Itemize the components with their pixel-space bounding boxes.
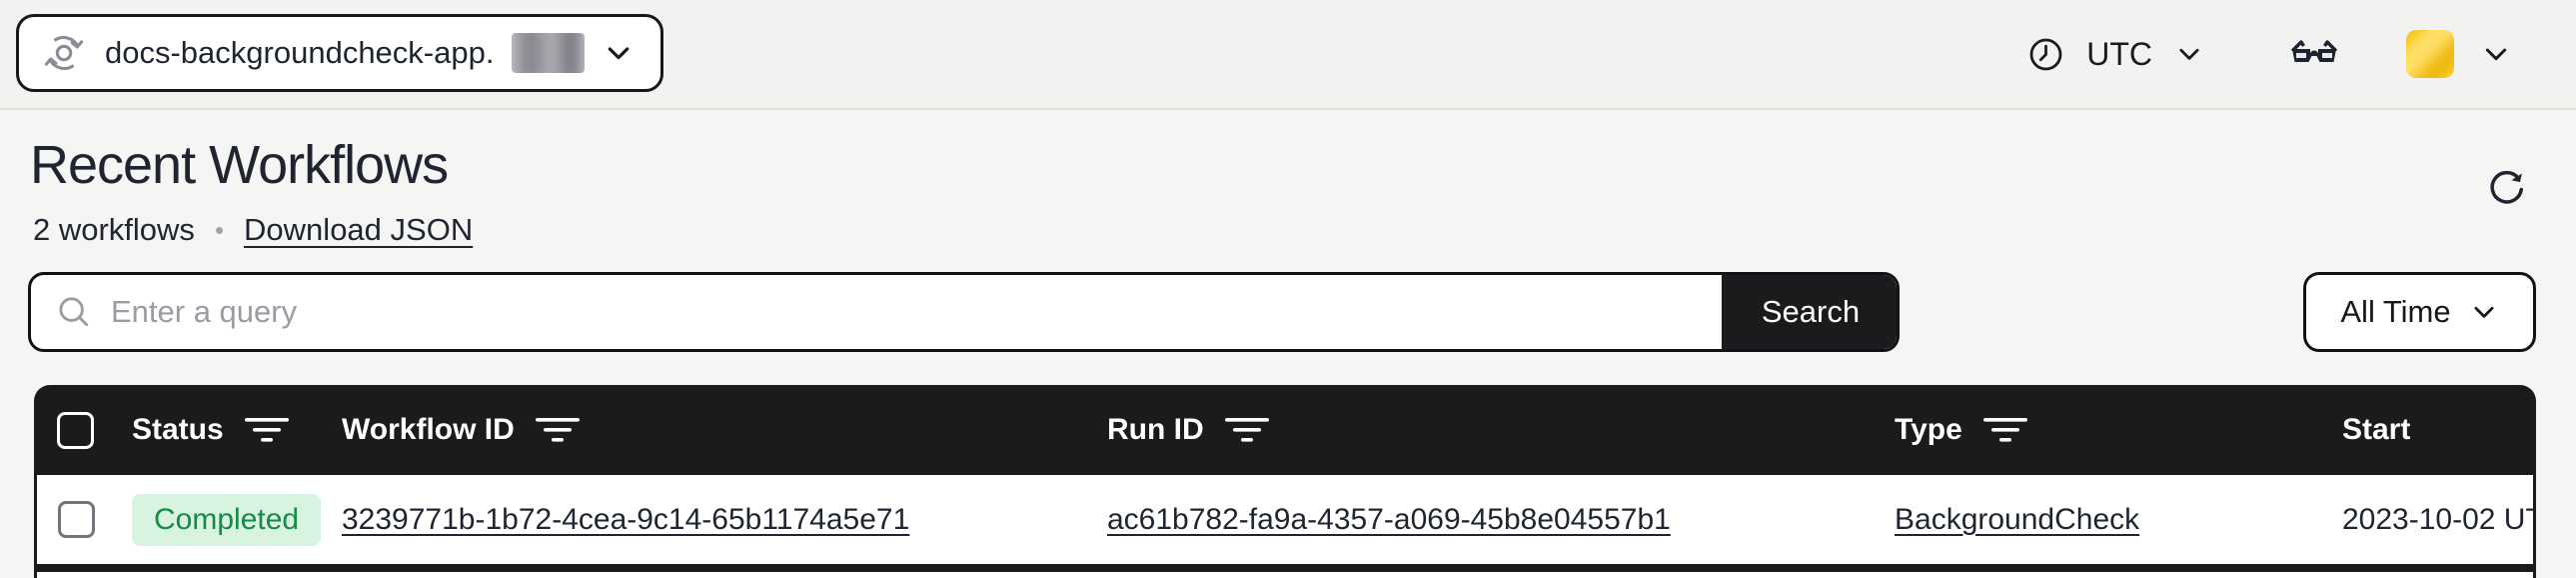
header-cell-workflow-id: Workflow ID: [342, 413, 1107, 447]
run-id-link[interactable]: ac61b782-fa9a-4357-a069-45b8e04557b1: [1107, 502, 1671, 536]
timezone-label: UTC: [2086, 35, 2152, 72]
filter-lines-icon[interactable]: [535, 416, 581, 444]
column-label-type: Type: [1895, 413, 1962, 446]
user-avatar[interactable]: [2406, 30, 2454, 78]
status-badge: Completed: [132, 493, 322, 546]
workflow-count: 2 workflows: [33, 212, 195, 247]
workflow-type-link[interactable]: BackgroundCheck: [1895, 502, 2140, 536]
query-search-bar: Enter a query Search: [28, 272, 1900, 352]
clock-icon: [2027, 36, 2064, 73]
column-label-workflow-id: Workflow ID: [342, 413, 515, 446]
time-range-label: All Time: [2340, 294, 2451, 329]
workflows-table: Status Workflow ID Run ID Type: [34, 385, 2536, 578]
search-icon: [31, 293, 111, 331]
row-cell-start: 2023-10-02 UT: [2342, 502, 2533, 536]
column-label-run-id: Run ID: [1107, 413, 1204, 446]
table-row: Completed 3239771b-1b72-4cea-9c14-65b117…: [34, 475, 2536, 564]
column-label-status: Status: [132, 413, 224, 446]
header-cell-start: Start: [2342, 413, 2536, 447]
row-cell-run-id: ac61b782-fa9a-4357-a069-45b8e04557b1: [1107, 503, 1895, 537]
search-input[interactable]: Enter a query: [111, 294, 298, 329]
row-cell-type: BackgroundCheck: [1895, 503, 2342, 537]
namespace-cycle-icon: [41, 30, 87, 76]
table-row-partial: [34, 572, 2536, 578]
table-header-row: Status Workflow ID Run ID Type: [34, 385, 2536, 475]
workflow-meta-row: 2 workflows • Download JSON: [33, 212, 473, 248]
time-range-filter[interactable]: All Time: [2303, 272, 2536, 352]
chevron-down-icon: [603, 37, 635, 69]
namespace-selector[interactable]: docs-backgroundcheck-app.: [16, 14, 663, 92]
row-checkbox[interactable]: [58, 501, 95, 538]
column-label-start: Start: [2342, 413, 2411, 446]
top-bar-right-cluster: UTC: [2027, 0, 2512, 108]
header-cell-run-id: Run ID: [1107, 413, 1895, 447]
filter-lines-icon[interactable]: [1982, 416, 2028, 444]
row-cell-select: [37, 501, 132, 538]
namespace-name: docs-backgroundcheck-app.: [105, 35, 495, 70]
top-bar: docs-backgroundcheck-app. UTC: [0, 0, 2576, 110]
workflow-id-link[interactable]: 3239771b-1b72-4cea-9c14-65b1174a5e71: [342, 502, 910, 536]
search-button[interactable]: Search: [1722, 275, 1897, 349]
row-separator: [34, 564, 2536, 572]
header-cell-status: Status: [132, 413, 342, 447]
chevron-down-icon: [2469, 297, 2499, 327]
filter-lines-icon[interactable]: [244, 416, 290, 444]
refresh-icon: [2485, 165, 2529, 209]
labs-mode-button[interactable]: [2288, 36, 2340, 72]
download-json-link[interactable]: Download JSON: [244, 212, 474, 247]
filter-lines-icon[interactable]: [1224, 416, 1270, 444]
chevron-down-icon[interactable]: [2480, 38, 2512, 70]
row-cell-workflow-id: 3239771b-1b72-4cea-9c14-65b1174a5e71: [342, 503, 1107, 537]
chevron-down-icon: [2174, 39, 2204, 69]
row-cell-status: Completed: [132, 493, 342, 546]
namespace-redacted-text: [512, 33, 585, 73]
timezone-selector[interactable]: UTC: [2027, 36, 2204, 73]
glasses-icon: [2288, 36, 2340, 72]
refresh-button[interactable]: [2484, 164, 2530, 210]
meta-dot: •: [214, 214, 225, 245]
header-cell-type: Type: [1895, 413, 2342, 447]
select-all-checkbox[interactable]: [57, 411, 94, 449]
page-title: Recent Workflows: [30, 135, 449, 195]
header-cell-select: [34, 411, 132, 449]
